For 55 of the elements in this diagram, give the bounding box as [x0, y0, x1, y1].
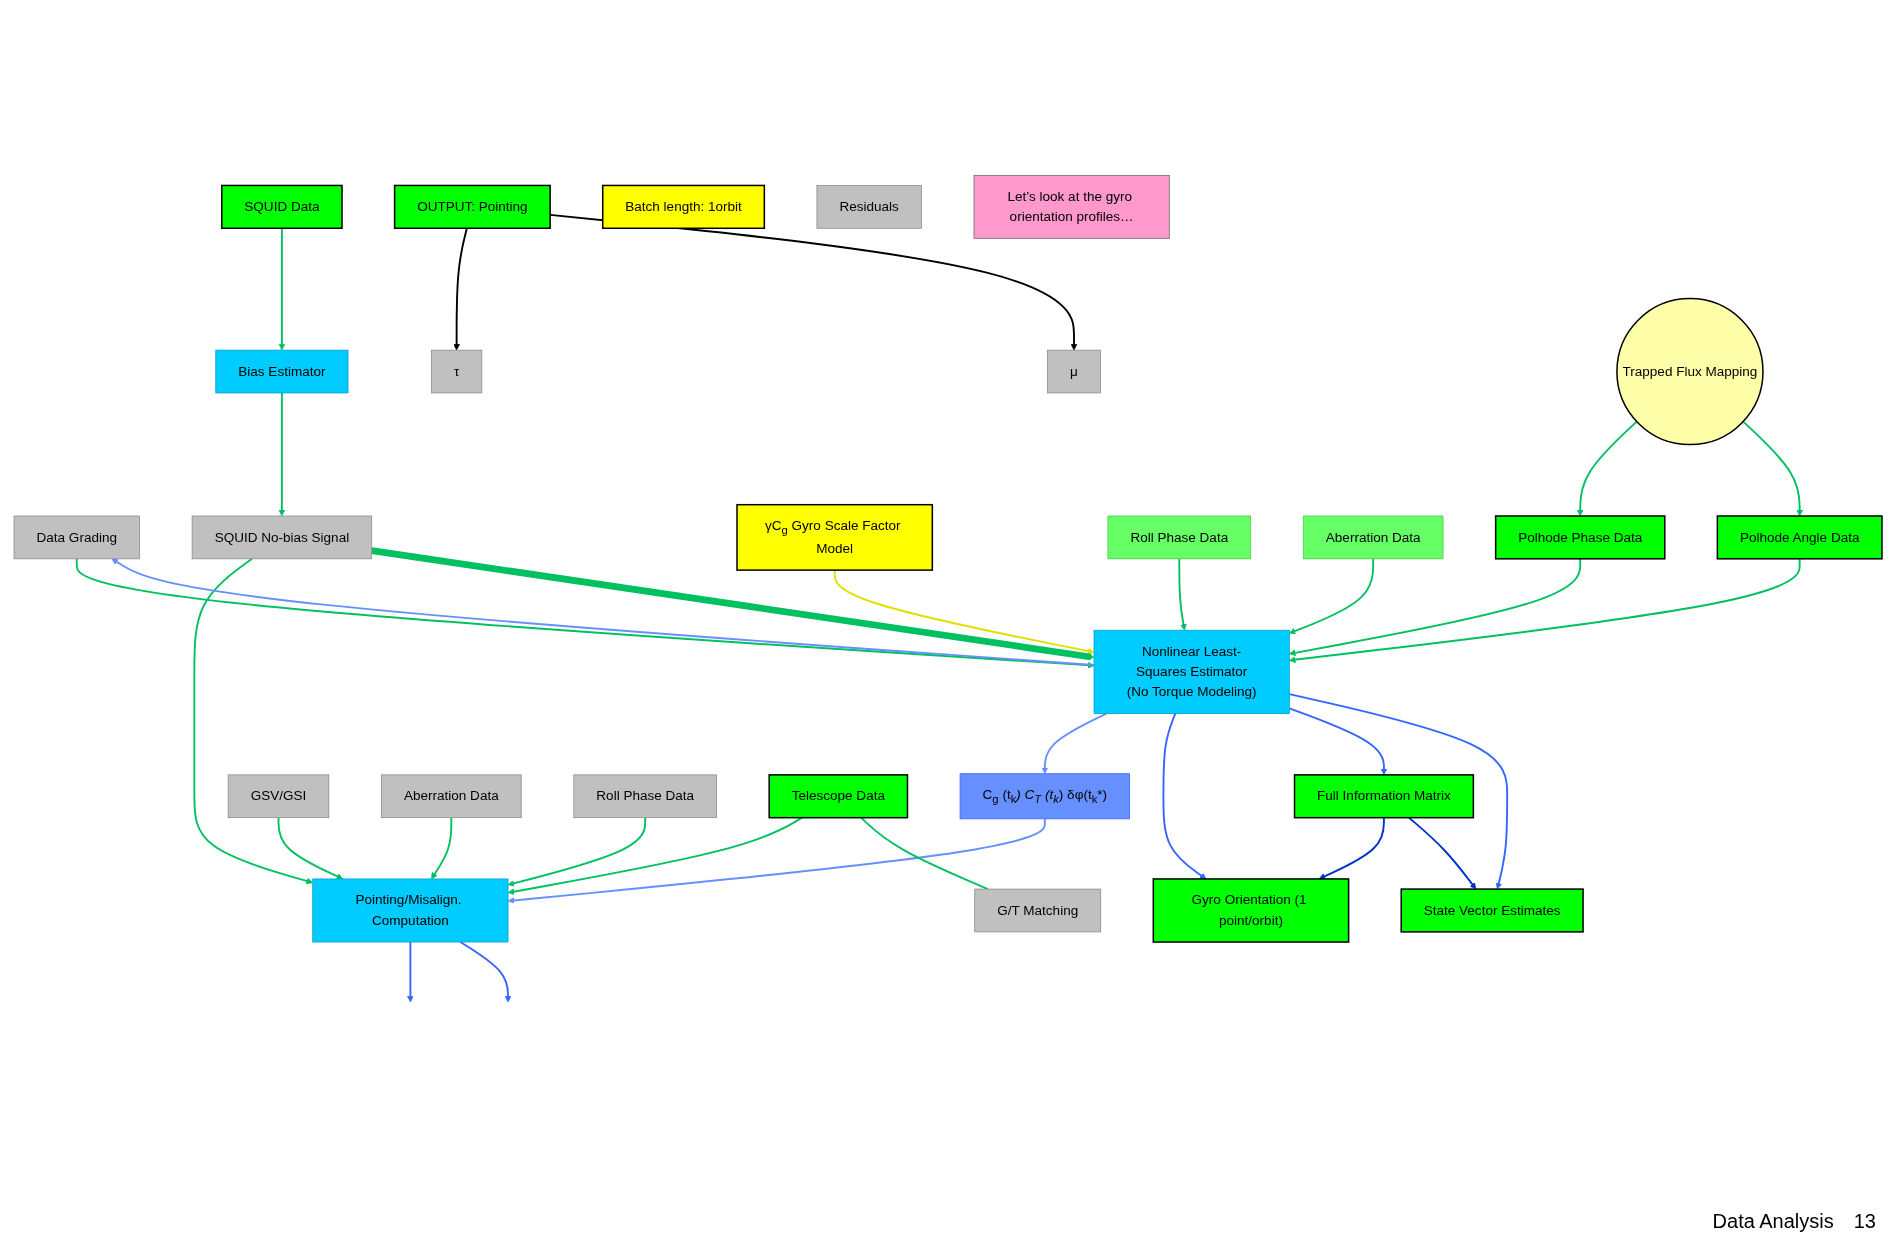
arrow	[1289, 557, 1582, 657]
arrow	[193, 557, 314, 885]
arrow	[1288, 707, 1388, 776]
node-box: Full Information Matrix	[1293, 774, 1475, 819]
node-box: τ	[431, 349, 483, 394]
node-box: μ	[1047, 349, 1101, 394]
arrow	[1408, 816, 1477, 890]
node-box: Aberration Data	[381, 774, 522, 819]
node-box: Batch length: 1orbit	[602, 184, 766, 230]
node-box: Data Grading	[13, 515, 140, 560]
arrow	[277, 816, 344, 880]
arrow	[371, 547, 1095, 661]
node-box: G/T Matching	[974, 888, 1102, 933]
arrow	[833, 569, 1095, 655]
node-box: SQUID No-bias Signal	[191, 515, 373, 560]
arrow	[507, 816, 647, 887]
node-box: Polhode Phase Data	[1494, 515, 1666, 560]
node-box: Gyro Orientation (1 point/orbit)	[1152, 878, 1350, 943]
node-box: OUTPUT: Pointing	[393, 184, 551, 230]
arrow	[1041, 712, 1108, 774]
arrow	[1162, 712, 1207, 880]
arrow	[278, 227, 286, 351]
arrow	[1576, 420, 1638, 517]
node-box: Nonlinear Least-Squares Estimator (No Torque Modeling)	[1093, 629, 1290, 714]
node-box: Roll Phase Data	[573, 774, 717, 819]
node-box: Residuals	[816, 185, 922, 229]
node-box: C$_{g}$ (t$_{k}$) C$_{T}$ (t$_{k}$) δφ(t$_{k}$*)	[959, 773, 1130, 820]
arrow	[453, 227, 468, 351]
footer-text: Data Analysis	[1712, 1210, 1834, 1232]
arrow	[507, 816, 804, 895]
node-box: SQUID Data	[221, 184, 343, 230]
arrow	[459, 941, 512, 1003]
arrow	[507, 817, 1046, 904]
footer-text: 13	[1853, 1210, 1876, 1232]
node-box: Aberration Data	[1302, 515, 1444, 560]
node-box: GSV/GSI	[227, 774, 330, 819]
arrow	[1289, 557, 1375, 635]
arrow	[1288, 693, 1509, 890]
node-box: Let’s look at the gyro orientation profiles…	[973, 174, 1170, 239]
node-box: State Vector Estimates	[1400, 888, 1584, 933]
node-box: γC$_{g}$ Gyro Scale Factor Model	[736, 503, 934, 571]
arrow	[1178, 557, 1187, 631]
arrow	[1742, 420, 1803, 517]
node-box: Bias Estimator	[215, 349, 349, 394]
node-box: Pointing/Misalign. Computation	[312, 878, 509, 943]
node-box: Telescope Data	[768, 774, 909, 819]
node-box: Roll Phase Data	[1107, 515, 1252, 560]
arrow	[407, 941, 414, 1003]
node-box: Polhode Angle Data	[1716, 515, 1883, 560]
arrow	[1289, 557, 1801, 663]
node-circle: Trapped Flux Mapping	[1616, 297, 1764, 446]
connector	[860, 816, 989, 891]
arrow	[431, 816, 453, 880]
arrow	[1318, 816, 1385, 880]
arrow	[278, 392, 286, 517]
